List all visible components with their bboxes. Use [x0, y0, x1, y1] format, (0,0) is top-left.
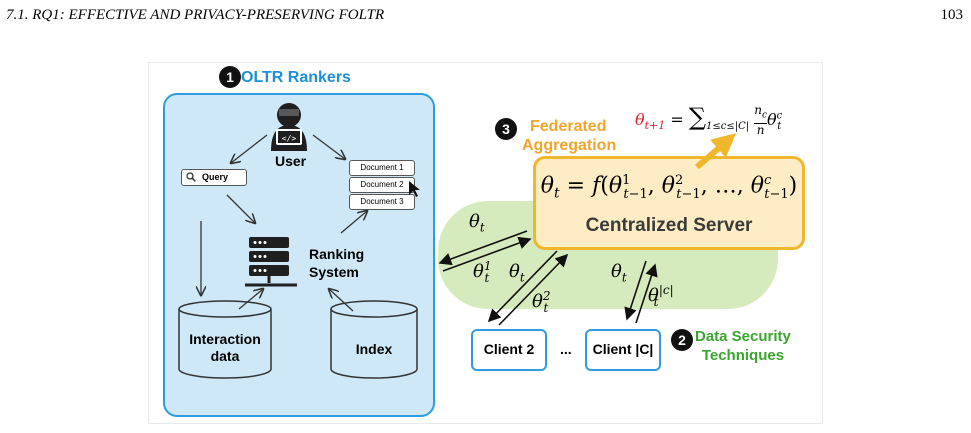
theta-t-label-3: θt: [611, 261, 627, 285]
aggregation-arrow: [695, 133, 737, 170]
theta-tc-label: θ|c|t: [648, 283, 674, 309]
figure-graphics: </>: [149, 103, 737, 326]
badge-1: 1: [219, 66, 241, 88]
database-icon: [330, 300, 418, 379]
index-cylinder: Index: [329, 299, 419, 379]
foltr-figure: θt = f(θ1t−1, θ2t−1, …, θct−1) Centraliz…: [148, 62, 823, 424]
running-head: 7.1. RQ1: EFFECTIVE AND PRIVACY-PRESERVI…: [6, 7, 385, 23]
server-label: Centralized Server: [585, 215, 753, 236]
federated-title-line2: Aggregation: [522, 137, 617, 154]
query-label: Query: [202, 172, 229, 182]
cursor-icon: [409, 181, 420, 197]
interaction-label-line2: data: [210, 348, 240, 364]
search-icon: [186, 172, 196, 182]
interaction-data-label: Interaction data: [177, 331, 273, 365]
page-number: 103: [940, 7, 964, 23]
security-title-line1: Data Security: [695, 328, 791, 345]
theta-t1-label: θ1t: [473, 259, 492, 285]
interaction-data-cylinder: Interaction data: [177, 299, 273, 379]
centralized-server-box: θt = f(θ1t−1, θ2t−1, …, θct−1) Centraliz…: [533, 156, 805, 250]
server-icon: [245, 237, 297, 287]
ranking-system-label: Ranking System: [309, 245, 364, 281]
server-formula: θt = f(θ1t−1, θ2t−1, …, θct−1): [540, 173, 798, 202]
federated-aggregation-title: Federated Aggregation: [522, 117, 616, 155]
client-c-box: Client |C|: [585, 329, 661, 371]
theta-t-label-1: θt: [469, 211, 485, 235]
document-3: Document 3: [349, 194, 415, 210]
document-1: Document 1: [349, 160, 415, 176]
federation-arrows: [438, 230, 658, 326]
query-box: Query: [181, 169, 247, 186]
federated-title-line1: Federated: [530, 118, 607, 135]
data-security-title: Data Security Techniques: [695, 327, 791, 365]
oltr-flow-arrows: [201, 134, 367, 312]
document-2: Document 2: [349, 177, 415, 193]
ranking-label-line2: System: [309, 264, 359, 280]
badge-2: 2: [671, 329, 693, 351]
theta-t2-label: θ2t: [532, 289, 551, 315]
database-icon: [178, 300, 272, 379]
clients-ellipsis: ...: [560, 341, 572, 357]
security-title-line2: Techniques: [701, 347, 785, 364]
svg-text:</>: </>: [282, 134, 297, 143]
ranking-label-line1: Ranking: [309, 246, 365, 262]
user-icon: </>: [271, 103, 307, 151]
oltr-title: OLTR Rankers: [241, 69, 351, 86]
theta-t-label-2: θt: [509, 261, 525, 285]
index-label: Index: [355, 341, 393, 357]
badge-3: 3: [495, 118, 517, 140]
client-2-box: Client 2: [471, 329, 547, 371]
user-label: User: [275, 153, 307, 169]
interaction-label-line1: Interaction: [189, 331, 261, 347]
